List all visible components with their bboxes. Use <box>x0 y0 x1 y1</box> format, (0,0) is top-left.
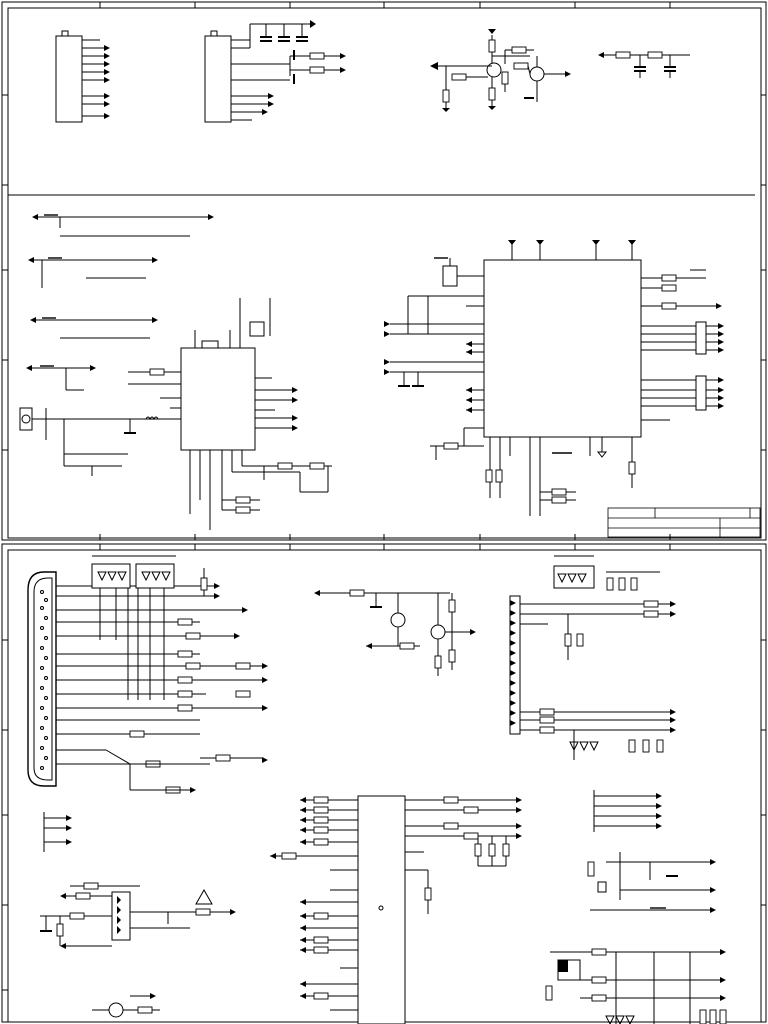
transistor-bottom-left <box>92 993 160 1018</box>
crystal-input-stage <box>19 407 170 476</box>
decoupling-row-4 <box>26 365 96 391</box>
power-section-right <box>545 790 727 1024</box>
upper-sheet <box>1 1 767 541</box>
upper-sheet-inner-border <box>7 7 762 539</box>
db25-pins <box>40 590 48 770</box>
connector-j1 <box>55 30 110 123</box>
jumper-header <box>43 812 72 852</box>
logic-cluster <box>40 882 236 949</box>
decoupling-row-3 <box>30 317 158 339</box>
ic-u-main <box>384 240 724 516</box>
title-block <box>607 507 761 538</box>
db25-connector <box>27 555 268 794</box>
connector-j2 <box>204 20 346 123</box>
decoupling-row-1 <box>32 214 214 237</box>
upper-zone-ticks <box>2 2 766 540</box>
decoupling-row-2 <box>28 257 158 288</box>
ic-u-center <box>270 795 522 1024</box>
transistor-pair-center <box>314 589 476 676</box>
lower-zone-ticks <box>2 544 766 991</box>
transistor-stage-top <box>430 29 571 112</box>
upper-sheet-border <box>1 1 767 541</box>
ic-u-left <box>128 298 332 530</box>
header-bus-right <box>509 555 676 760</box>
rc-filter-top <box>598 51 690 78</box>
